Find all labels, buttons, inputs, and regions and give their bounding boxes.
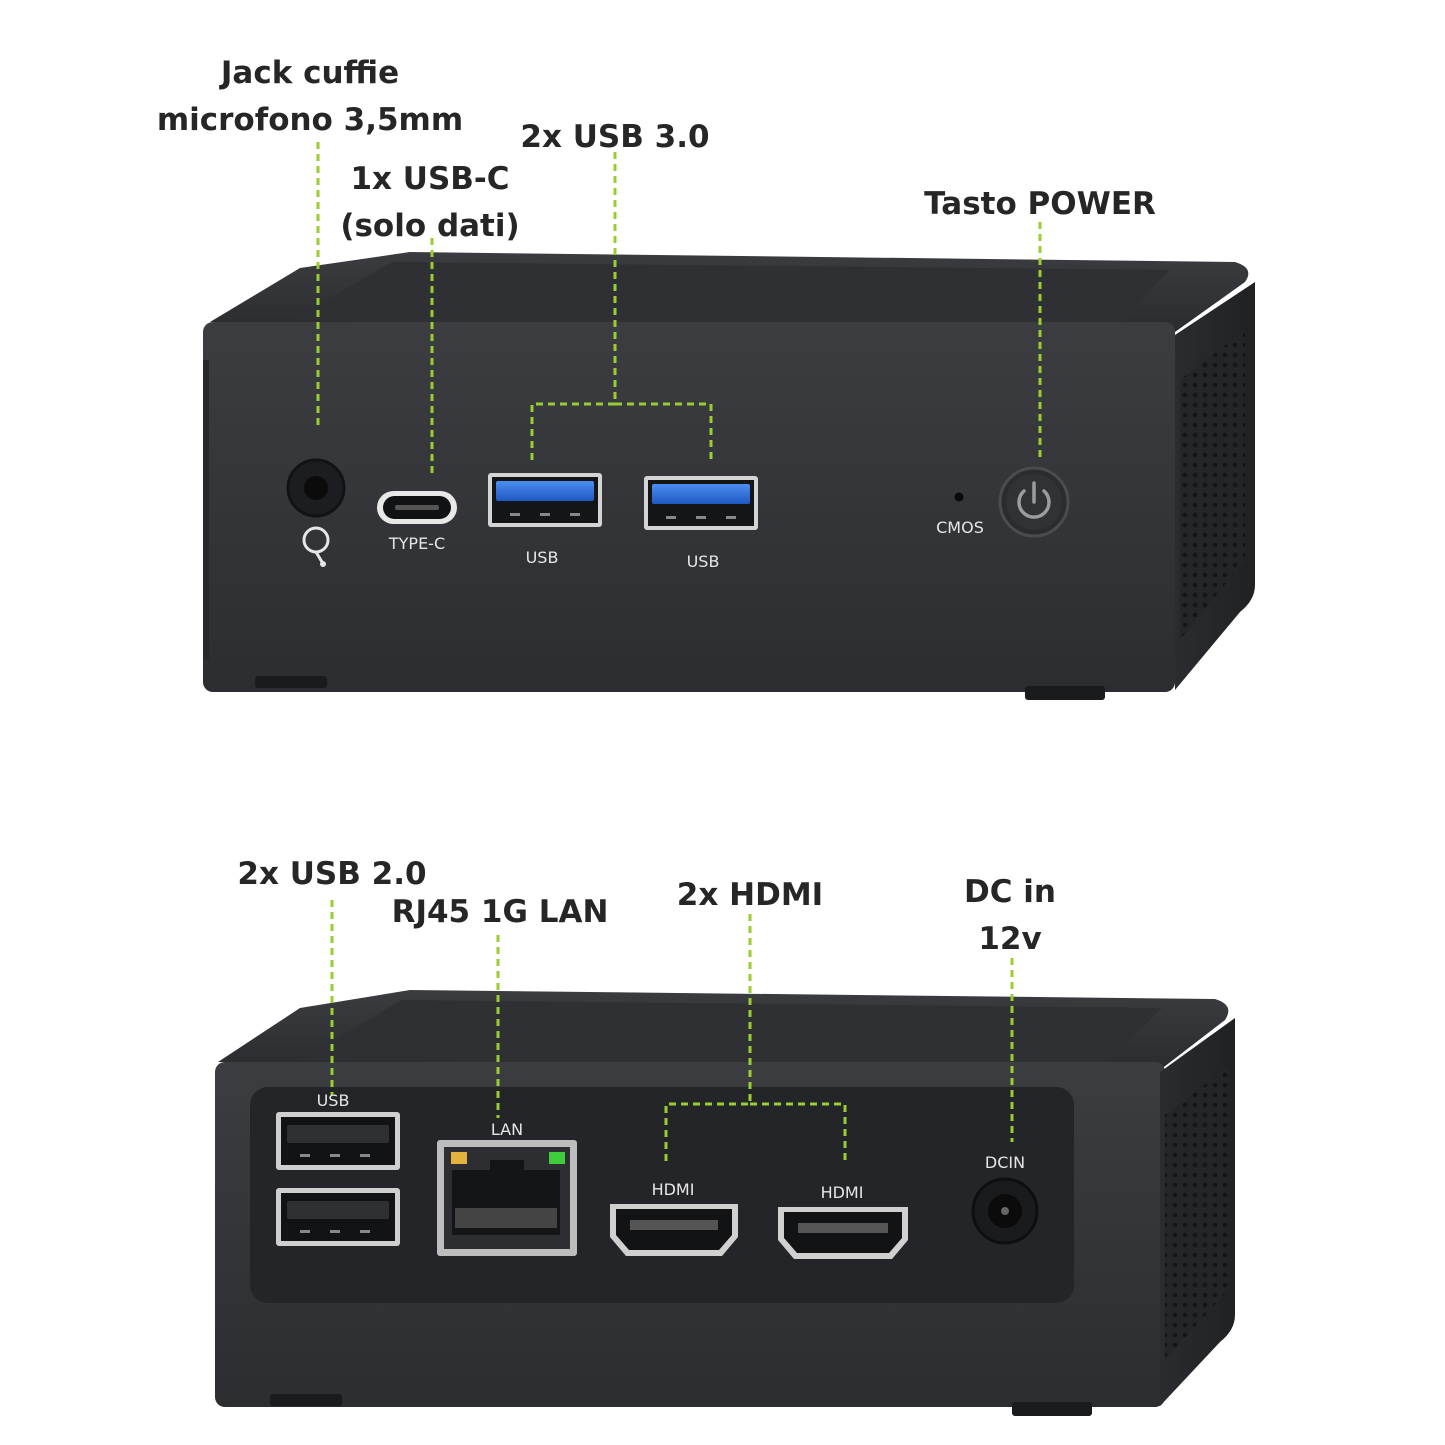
type-c-label: TYPE-C [388, 534, 445, 553]
front-device: TYPE-C USB USB CMOS [203, 252, 1255, 700]
rj45-lan-port [437, 1140, 577, 1256]
callout-hdmi: 2x HDMI [670, 872, 830, 919]
usb3-label-2: USB [687, 552, 720, 571]
leader-hdmi-right [750, 1102, 847, 1165]
callout-dc-in: DC in 12v [950, 869, 1070, 963]
cmos-reset-hole [954, 492, 964, 502]
usb2-label: USB [317, 1091, 350, 1110]
dc-power-jack [971, 1177, 1039, 1245]
hdmi-label-2: HDMI [821, 1183, 864, 1202]
usb3-label-1: USB [526, 548, 559, 567]
callout-dc-in-line-1: DC in [964, 874, 1056, 910]
usb3-port-2 [644, 476, 758, 530]
callout-usb2: 2x USB 2.0 [232, 851, 432, 898]
lan-link-led [549, 1152, 565, 1164]
callout-usb3: 2x USB 3.0 [515, 114, 715, 161]
hdmi-port-2 [778, 1207, 908, 1259]
leader-lines [316, 142, 1042, 1165]
callout-lan: RJ45 1G LAN [390, 889, 610, 936]
leader-usb3-left [530, 152, 617, 462]
cmos-label: CMOS [936, 518, 984, 537]
callout-usb3-line-1: 2x USB 3.0 [520, 119, 710, 155]
lan-label: LAN [491, 1120, 523, 1139]
hdmi-port-1 [610, 1204, 738, 1256]
callout-usb2-line-1: 2x USB 2.0 [237, 856, 427, 892]
callout-dc-in-line-2: 12v [978, 921, 1042, 957]
rear-device: USB LAN HDMI [215, 990, 1235, 1416]
lan-activity-led [451, 1152, 467, 1164]
callout-usb-c-line-1: 1x USB-C [350, 161, 510, 197]
audio-jack-port [286, 458, 346, 518]
callout-hdmi-line-1: 2x HDMI [676, 877, 824, 913]
callout-lan-line-1: RJ45 1G LAN [391, 894, 609, 930]
callout-power-line-1: Tasto POWER [924, 186, 1156, 222]
callout-audio-jack-line-1: Jack cuffie [220, 55, 400, 91]
leader-hdmi-left [664, 914, 752, 1165]
hdmi-label-1: HDMI [652, 1180, 695, 1199]
usb3-port-1 [488, 473, 602, 527]
usb2-port-1 [276, 1112, 400, 1170]
leader-usb3-right [615, 402, 713, 462]
headset-icon [302, 526, 330, 567]
power-icon [1017, 481, 1051, 519]
callout-usb-c: 1x USB-C (solo dati) [330, 156, 530, 250]
usb-c-port [377, 491, 457, 524]
usb2-port-2 [276, 1188, 400, 1246]
callout-power: Tasto POWER [915, 181, 1165, 228]
callout-usb-c-line-2: (solo dati) [340, 208, 520, 244]
dcin-label: DCIN [985, 1153, 1025, 1172]
callout-audio-jack-line-2: microfono 3,5mm [156, 102, 464, 138]
callout-audio-jack: Jack cuffie microfono 3,5mm [150, 50, 470, 144]
